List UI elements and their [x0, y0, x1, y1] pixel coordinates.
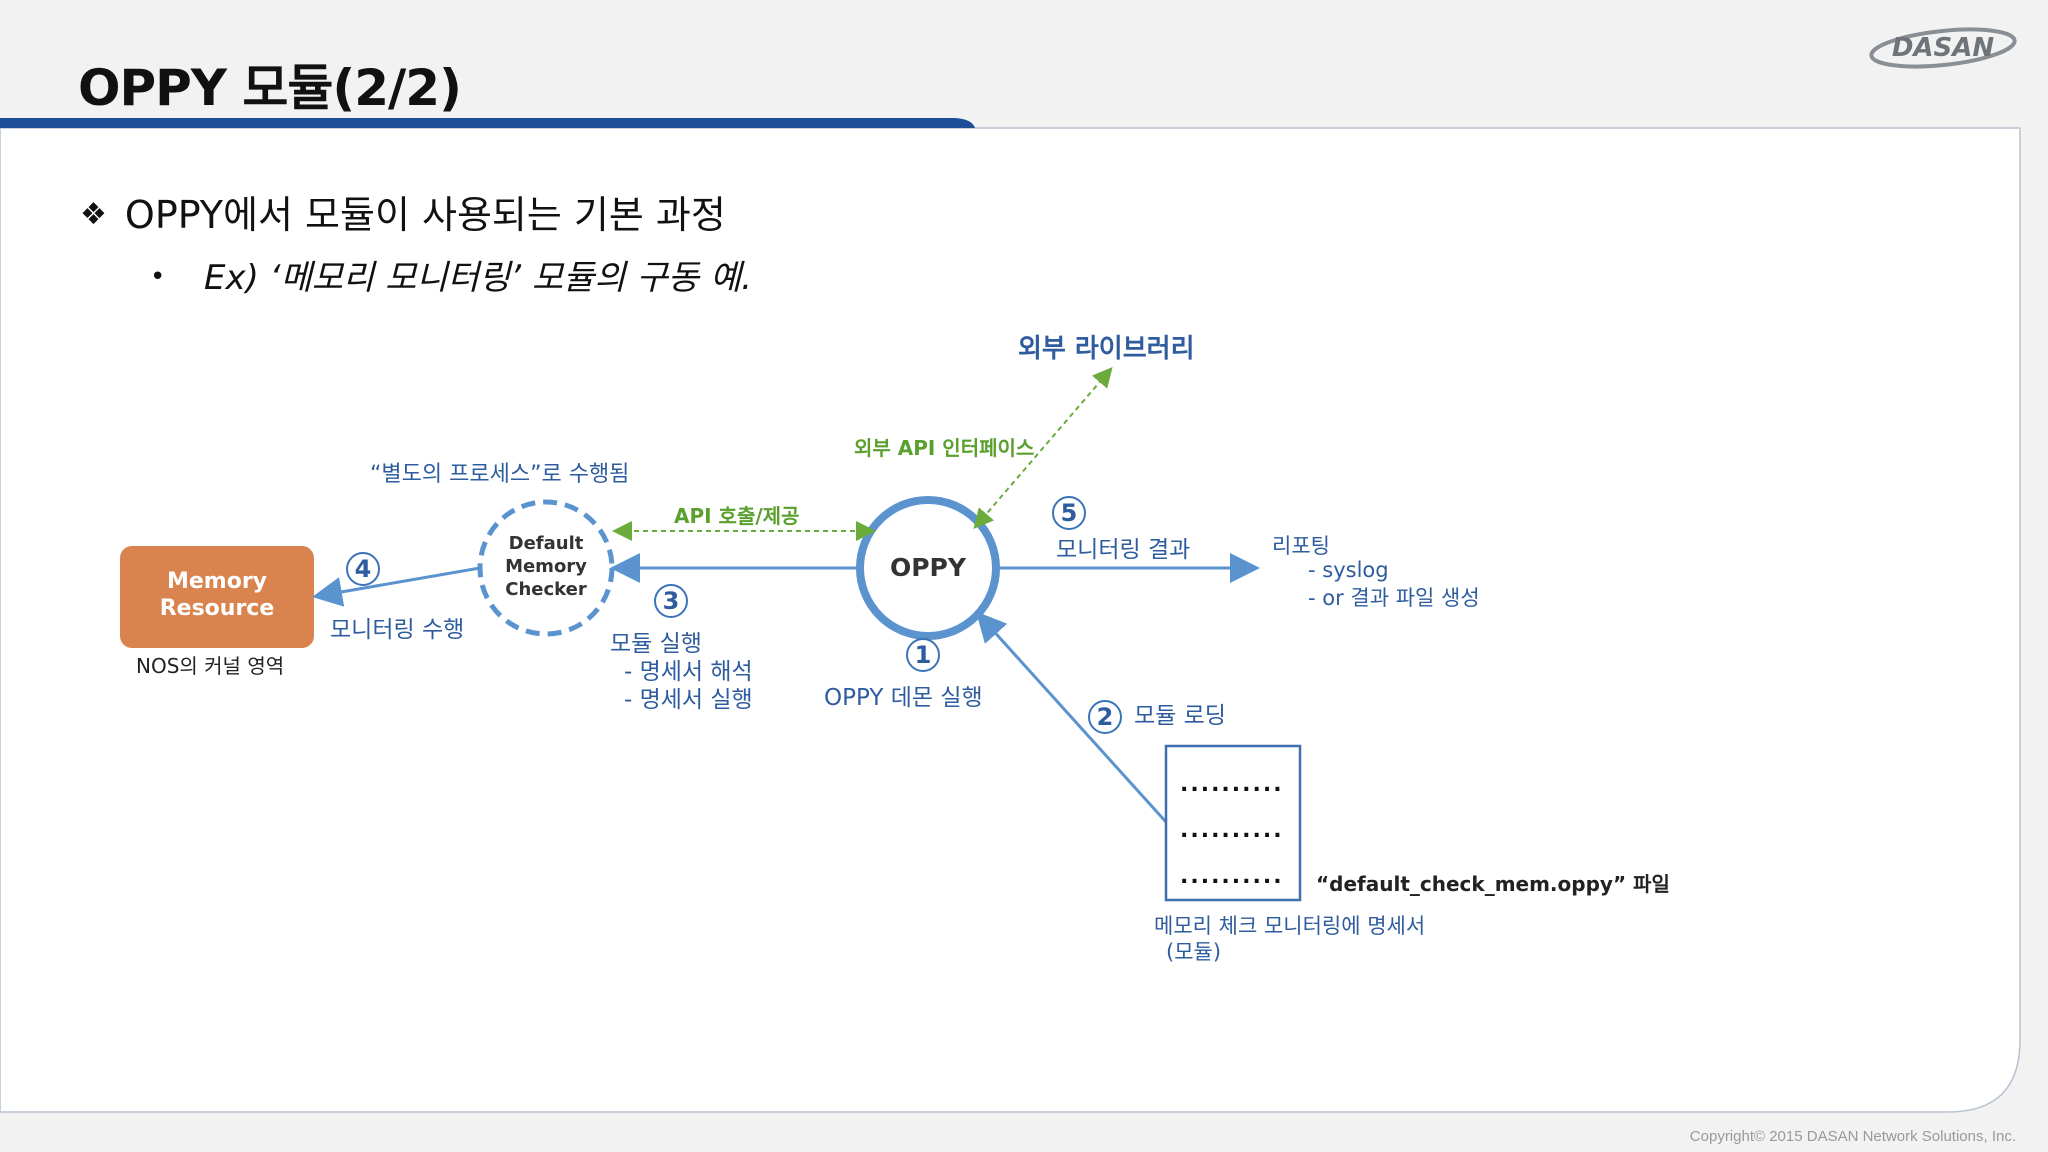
sub-bullet-text: Ex) ‘메모리 모니터링’ 모듈의 구동 예.	[204, 258, 752, 298]
memory-resource-box	[120, 546, 314, 648]
checker-line1: Default	[508, 533, 584, 554]
module-file-box	[1164, 744, 1302, 902]
checker-label: Default Memory Checker	[480, 532, 612, 601]
diamond-bullet-icon: ❖	[80, 197, 107, 232]
bullet-text: OPPY에서 모듈이 사용되는 기본 과정	[124, 193, 726, 237]
sub-bullet: • Ex) ‘메모리 모니터링’ 모듈의 구동 예.	[150, 250, 752, 299]
bullet-heading: ❖ OPPY에서 모듈이 사용되는 기본 과정	[80, 184, 726, 239]
step-4-label: 모니터링 수행	[330, 617, 465, 643]
memory-resource-caption: NOS의 커널 영역	[136, 654, 285, 678]
memory-resource-label: Memory Resource	[120, 568, 314, 622]
oppy-label: OPPY	[889, 553, 966, 582]
step-4-number: 4	[346, 552, 380, 586]
step-5-number: 5	[1052, 496, 1086, 530]
api-call-label: API 호출/제공	[674, 504, 800, 528]
dasan-logo: DASAN	[1869, 27, 2017, 69]
step-3-detail-2: - 명세서 실행	[624, 687, 753, 713]
file-caption-2: (모듈)	[1166, 940, 1222, 964]
arrow-file-to-oppy	[975, 611, 1168, 824]
checker-line2: Memory	[505, 556, 587, 577]
dot-bullet-icon: •	[150, 262, 166, 292]
step-1-number: 1	[906, 638, 940, 672]
memory-resource-line2: Resource	[159, 596, 275, 621]
svg-text:DASAN: DASAN	[1892, 33, 1995, 63]
file-line-1: ..........	[1180, 772, 1284, 797]
arrow-external-library	[973, 366, 1113, 530]
step-3-label: 모듈 실행	[610, 631, 702, 657]
reporting-item-1: - syslog	[1308, 558, 1389, 582]
step-5-label: 모니터링 결과	[1056, 537, 1191, 563]
page-title: OPPY 모듈(2/2)	[78, 59, 462, 117]
file-line-3: ..........	[1180, 864, 1284, 889]
arrow-checker-to-memory	[312, 566, 481, 607]
step-2-number: 2	[1088, 700, 1122, 734]
oppy-node	[856, 496, 1000, 640]
reporting-title: 리포팅	[1272, 534, 1330, 558]
checker-caption: “별도의 프로세스”로 수행됨	[370, 462, 630, 487]
copyright-footer: Copyright© 2015 DASAN Network Solutions,…	[1689, 1128, 2016, 1145]
file-name: “default_check_mem.oppy” 파일	[1316, 872, 1670, 896]
step-3-number: 3	[654, 584, 688, 618]
external-library-label: 외부 라이브러리	[1018, 334, 1195, 364]
external-api-label: 외부 API 인터페이스	[854, 436, 1035, 460]
file-line-2: ..........	[1180, 818, 1284, 843]
step-1-label: OPPY 데몬 실행	[824, 685, 983, 711]
step-3-detail-1: - 명세서 해석	[624, 659, 753, 685]
file-caption-1: 메모리 체크 모니터링에 명세서	[1154, 914, 1426, 938]
memory-resource-line1: Memory	[166, 569, 268, 594]
step-2-label: 모듈 로딩	[1134, 703, 1226, 729]
reporting-item-2: - or 결과 파일 생성	[1308, 586, 1480, 610]
checker-line3: Checker	[505, 579, 587, 600]
